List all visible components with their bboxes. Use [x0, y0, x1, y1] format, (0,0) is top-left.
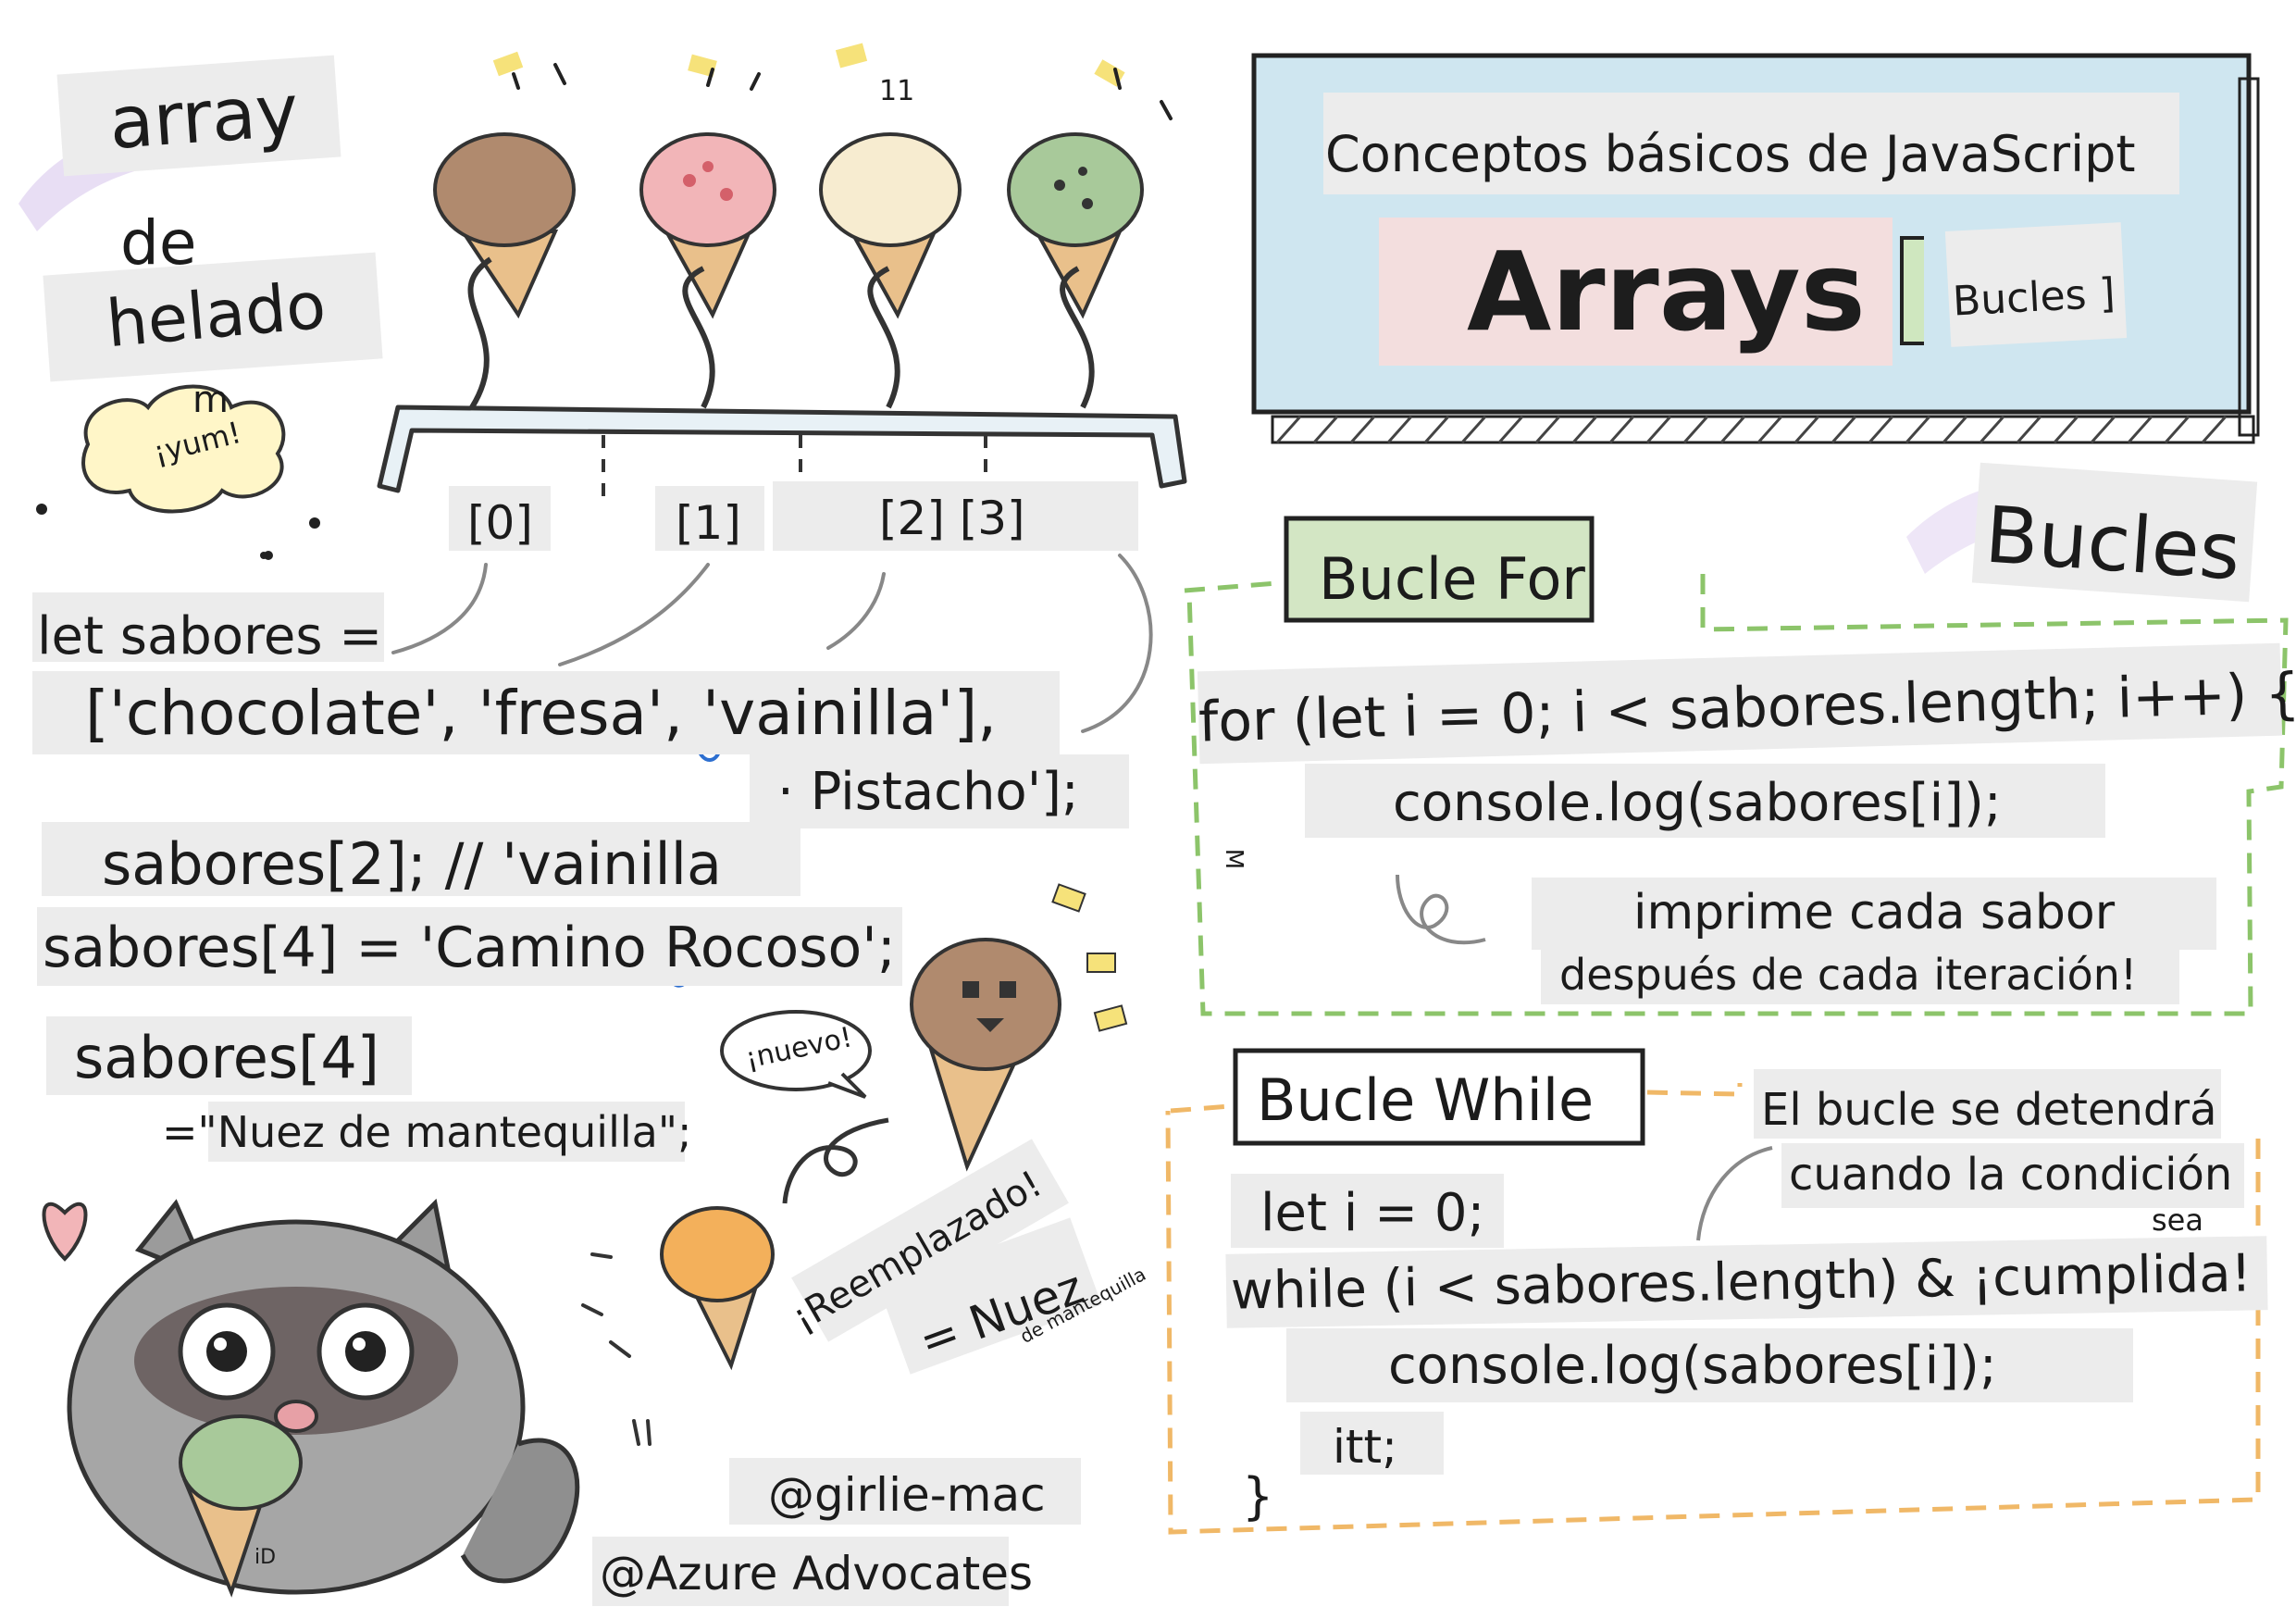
header-bucles: Bucles ]: [1951, 269, 2116, 326]
bucle-for-label: Bucle For: [1319, 545, 1585, 613]
index-0-scrap: [449, 486, 551, 551]
code-reassign-lhs: sabores[4]: [74, 1024, 379, 1091]
credit-girlie[interactable]: @girlie-mac: [768, 1468, 1046, 1522]
sparkles: [492, 43, 1125, 87]
ice-cream-new-character: [910, 938, 1061, 1172]
sparkle-strokes: [512, 63, 1173, 120]
raccoon-mark: iD: [254, 1546, 277, 1569]
while-line4-scrap: [1300, 1412, 1444, 1475]
header-sub-scrap: [1323, 93, 2179, 194]
for-note-line2: después de cada iteración!: [1559, 950, 2138, 1000]
code-access-scrap: [42, 822, 800, 896]
index-2-3-scrap: [773, 481, 1138, 551]
while-note-line3: sea: [2152, 1202, 2203, 1238]
for-line2-scrap: [1305, 764, 2105, 838]
header-hatch: [1275, 416, 2228, 443]
ice-cream-vainilla: [819, 132, 962, 409]
while-line5: }: [1242, 1467, 1274, 1526]
while-box: [1165, 1083, 2261, 1535]
header-title: Arrays: [1467, 228, 1866, 355]
while-note-arrow: [1696, 1146, 1773, 1241]
ice-cream-rack: [377, 405, 1187, 493]
bucles-title: Bucles: [1981, 489, 2243, 598]
code-decl: let sabores =: [37, 606, 383, 666]
yum-dots: [36, 504, 320, 560]
for-line2: console.log(sabores[i]);: [1393, 773, 2002, 833]
index-arrows: [391, 554, 1153, 733]
ice-cream-chocolate: [433, 132, 576, 409]
index-1-scrap: [655, 486, 764, 551]
while-note2-scrap: [1781, 1143, 2244, 1208]
header-shadow: [1271, 415, 2255, 444]
top-mark: 11: [879, 75, 915, 107]
code-reassign-rhs: ="Nuez de mantequilla";: [162, 1107, 692, 1157]
while-line4: itt;: [1333, 1420, 1397, 1474]
credit-girlie-scrap: [729, 1458, 1081, 1525]
yum-m: m: [192, 379, 229, 421]
code-pistacho-scrap: [750, 754, 1129, 828]
title-de: de: [120, 207, 197, 279]
title-array: array: [106, 68, 302, 167]
while-note-line1: El bucle se detendrá: [1761, 1084, 2217, 1136]
for-note-arrow: [1396, 874, 1486, 945]
code-pistacho: · Pistacho'];: [777, 762, 1079, 822]
header-subtitle: Conceptos básicos de JavaScript: [1325, 125, 2136, 183]
bucle-while-label-box: [1233, 1048, 1645, 1146]
nuevo-bubble: [720, 1010, 872, 1091]
code-access: sabores[2]; // 'vainilla: [102, 830, 722, 898]
while-line1-scrap: [1231, 1174, 1504, 1248]
for-note1-scrap: [1532, 878, 2216, 950]
replace-arrow: [782, 1117, 889, 1204]
while-line1: let i = 0;: [1260, 1183, 1485, 1243]
index-1: [1]: [676, 496, 741, 550]
code-reassign-rhs-scrap: [208, 1102, 685, 1162]
for-note2-scrap: [1541, 944, 2179, 1004]
rack-dividers: [602, 435, 987, 500]
code-assign-scrap: [37, 907, 902, 986]
code-reassign-lhs-scrap: [46, 1016, 412, 1095]
while-line3-scrap: [1286, 1328, 2133, 1402]
code-decl-scrap: [32, 592, 384, 662]
credit-azure[interactable]: @Azure Advocates: [600, 1547, 1034, 1600]
code-assign: sabores[4] = 'Camino Rocoso';: [43, 915, 896, 980]
while-note-line2: cuando la condición: [1789, 1149, 2233, 1201]
heart-icon: [42, 1202, 88, 1262]
bucle-for-label-box: [1284, 516, 1595, 623]
index-0: [0]: [467, 496, 533, 550]
for-side-mark: M: [1220, 848, 1248, 870]
index-2-3: [2] [3]: [879, 492, 1025, 545]
credit-azure-scrap: [592, 1537, 1009, 1606]
code-values-scrap: [32, 671, 1060, 754]
yum-cloud: [81, 384, 286, 514]
bucles-bracket: [1900, 236, 1924, 345]
code-values: ['chocolate', 'fresa', 'vainilla'],: [85, 678, 998, 749]
title-helado: helado: [103, 267, 329, 363]
ice-cream-pistacho: [1007, 132, 1144, 409]
for-note-line1: imprime cada sabor: [1633, 885, 2116, 940]
ice-cream-nuez: [660, 1206, 775, 1371]
raccoon-character: [67, 1198, 580, 1598]
while-line3: console.log(sabores[i]);: [1388, 1336, 1997, 1396]
arrays-title-scrap: [1379, 218, 1893, 366]
bucle-while-label: Bucle While: [1257, 1066, 1595, 1134]
while-note1-scrap: [1754, 1069, 2221, 1139]
ice-cream-fresa: [639, 132, 776, 409]
